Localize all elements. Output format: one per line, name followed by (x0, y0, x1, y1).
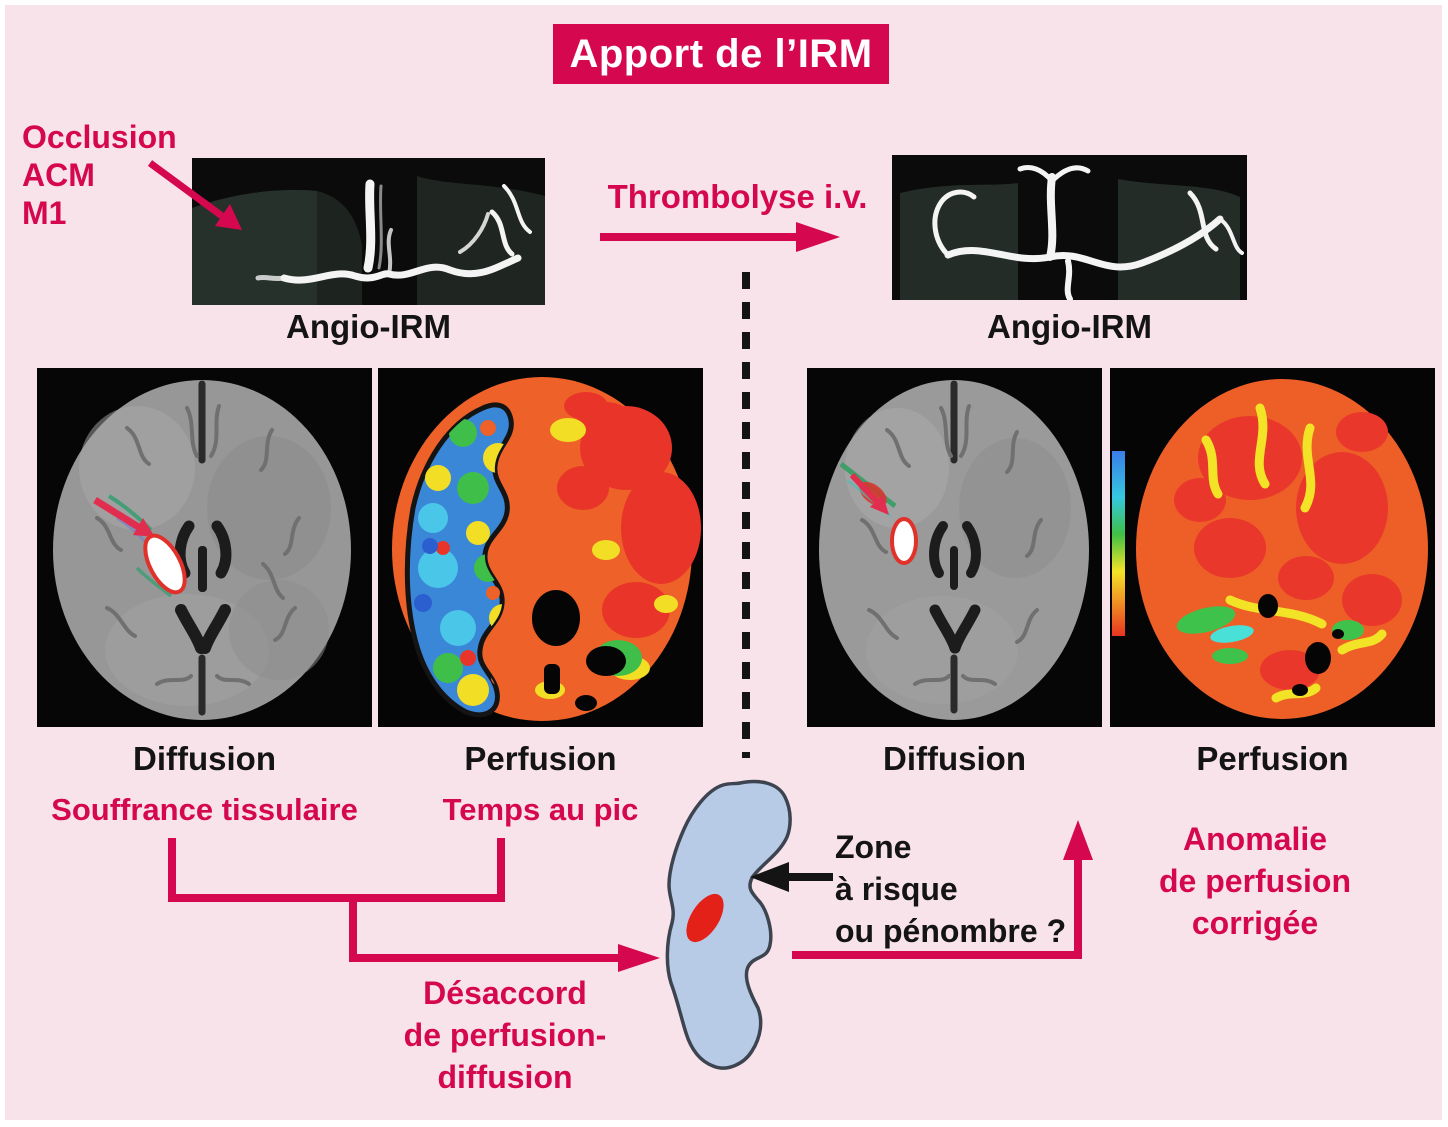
diffusion-note-left: Souffrance tissulaire (51, 792, 358, 827)
ventricles (174, 520, 232, 654)
perfusion-image-left (378, 368, 703, 727)
figure-title: Apport de l’IRM (569, 31, 873, 76)
angio-mri-image-left (192, 158, 545, 305)
vessels (932, 165, 1244, 300)
dwi-lesion (143, 533, 187, 595)
mismatch-label: Désaccord de perfusion- diffusion (355, 972, 655, 1098)
diffusion-caption-right: Diffusion (883, 740, 1026, 777)
angio-mri-image-right (892, 155, 1247, 300)
angio-caption-left: Angio-IRM (286, 308, 451, 345)
ventricles (929, 521, 981, 654)
perfusion-colorbar (1112, 451, 1125, 636)
perfusion-image-right (1110, 368, 1435, 727)
sulci (95, 404, 301, 686)
diffusion-right-art (807, 368, 1102, 727)
diffusion-image-left (37, 368, 372, 727)
zone-line-1: Zone (835, 829, 912, 865)
occlusion-line-3: M1 (22, 195, 67, 231)
ventricle-holes (1258, 594, 1344, 696)
angio-mri-right-art (892, 155, 1247, 300)
diffusion-left-art (37, 368, 372, 727)
perfusion-left-art (378, 368, 703, 727)
thrombolyse-label: Thrombolyse i.v. (607, 178, 868, 215)
lesion-pointer-arrow-icon (849, 472, 889, 515)
sulci (860, 404, 1043, 686)
vessels (255, 179, 532, 284)
anomaly-label: Anomalie de perfusion corrigée (1105, 818, 1405, 944)
zone-label: Zone à risque ou pénombre ? (835, 826, 1066, 952)
angio-caption-right: Angio-IRM (987, 308, 1152, 345)
occlusion-label: Occlusion ACM M1 (22, 118, 177, 232)
zone-line-3: ou pénombre ? (835, 913, 1067, 949)
anomaly-line-1: Anomalie (1182, 821, 1328, 857)
infarct-core-ellipse (686, 893, 724, 943)
occlusion-line-1: Occlusion (22, 119, 177, 155)
anomaly-line-2: de perfusion (1158, 863, 1351, 899)
mismatch-line-2: de perfusion- (403, 1017, 607, 1053)
angio-mri-left-art (192, 158, 545, 305)
diffusion-caption-left: Diffusion (133, 740, 276, 777)
zone-line-2: à risque (835, 871, 958, 907)
penumbra-blob (665, 779, 792, 1070)
perfusion-caption-left: Perfusion (464, 740, 617, 777)
brain-tissue-right (417, 176, 545, 305)
mismatch-deficit-region (404, 402, 514, 718)
brain-tissue-right (1118, 179, 1240, 300)
corrected-lesion-ellipse (890, 517, 918, 565)
ventricle-holes (532, 590, 626, 711)
brain-tissue-left (192, 189, 317, 305)
perfusion-note-left: Temps au pic (442, 792, 639, 827)
penumbra-schematic (665, 779, 792, 1070)
title-banner: Apport de l’IRM (553, 24, 889, 84)
anomaly-line-3: corrigée (1191, 905, 1319, 941)
occlusion-line-2: ACM (22, 157, 95, 193)
mismatch-line-3: diffusion (437, 1059, 573, 1095)
perfusion-caption-right: Perfusion (1196, 740, 1349, 777)
red-patches (1174, 412, 1402, 690)
brain-tissue-left (900, 183, 1018, 300)
diffusion-image-right (807, 368, 1102, 727)
lesion-pointer-arrow-icon (93, 497, 155, 537)
perfusion-right-art (1110, 368, 1435, 727)
mismatch-line-1: Désaccord (423, 975, 587, 1011)
